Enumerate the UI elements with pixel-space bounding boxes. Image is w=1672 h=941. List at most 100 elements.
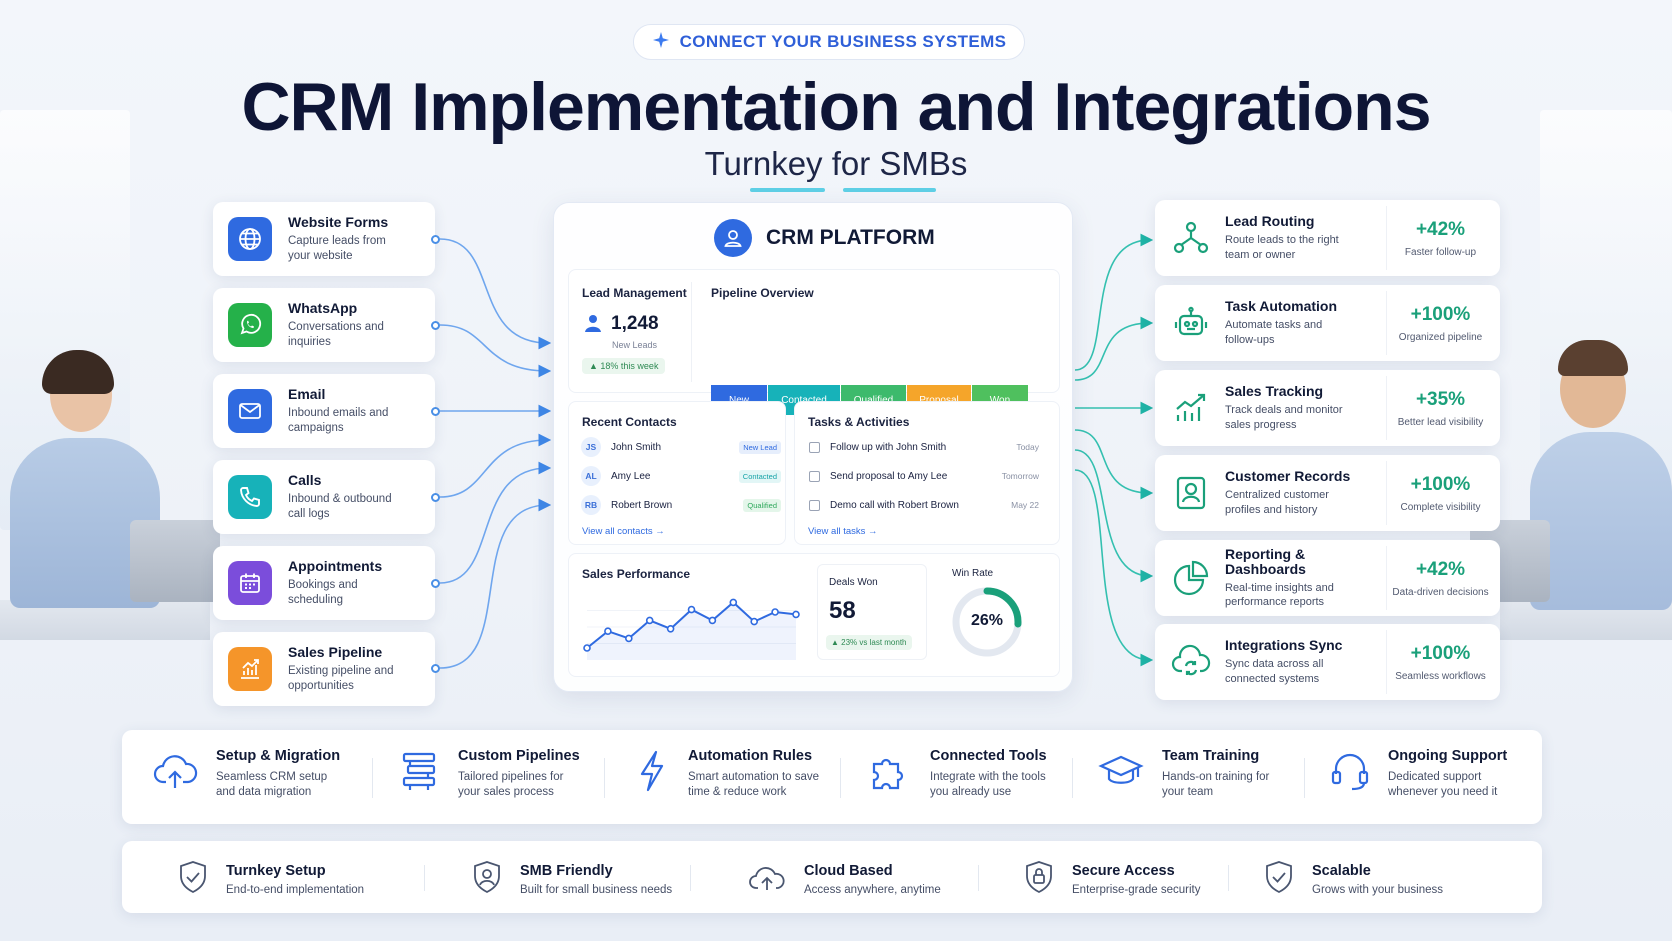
- sales-performance-label: Sales Performance: [582, 567, 691, 581]
- pipeline-overview-label: Pipeline Overview: [711, 286, 814, 300]
- task-checkbox[interactable]: [809, 499, 820, 511]
- connector-dot: [431, 664, 440, 673]
- task-row[interactable]: Demo call with Robert Brown May 22: [809, 496, 1039, 514]
- status-badge: Contacted: [738, 469, 781, 483]
- chart-point: [666, 624, 675, 633]
- task-checkbox[interactable]: [809, 470, 820, 482]
- feature-title: Secure Access: [1072, 862, 1175, 879]
- contact-row[interactable]: AL Amy Lee Contacted: [581, 466, 781, 486]
- cloud-upload-icon: [152, 748, 198, 799]
- service-desc: Seamless CRM setup and data migration: [216, 771, 328, 798]
- feature-title: SMB Friendly: [520, 862, 613, 879]
- lightning-icon: [634, 748, 670, 799]
- outcome-benefit: Faster follow-up: [1404, 246, 1477, 258]
- service-desc: Integrate with the tools you already use: [930, 771, 1046, 798]
- source-title: Email: [288, 386, 326, 402]
- outcome-percent: +100%: [1410, 642, 1471, 664]
- win-rate-value: 26%: [970, 612, 1004, 629]
- outcome-benefit: Data-driven decisions: [1392, 586, 1489, 598]
- chart-point: [771, 608, 779, 616]
- crm-platform-panel: CRM PLATFORM Lead Management 1,248 New L…: [553, 202, 1073, 692]
- envelope-icon: [228, 389, 272, 433]
- outcome-percent: +42%: [1415, 558, 1466, 580]
- contact-row[interactable]: JS John Smith New Lead: [581, 437, 781, 457]
- view-all-tasks-link[interactable]: View all tasks →: [808, 526, 878, 537]
- graduation-cap-icon: [1098, 748, 1144, 799]
- deals-won-card: Deals Won 58 ▲ 23% vs last month: [817, 564, 927, 660]
- avatar: RB: [581, 495, 601, 515]
- service-desc: Dedicated support whenever you need it: [1388, 771, 1498, 798]
- profile-card-icon: [1171, 473, 1211, 513]
- chart-point: [645, 616, 654, 625]
- source-title: WhatsApp: [288, 300, 358, 316]
- task-text: Send proposal to Amy Lee: [830, 470, 948, 482]
- feature-title: Scalable: [1312, 862, 1371, 879]
- feature-desc: Grows with your business: [1312, 883, 1444, 896]
- outcome-title: Lead Routing: [1225, 213, 1315, 229]
- deals-won-label: Deals Won: [829, 577, 878, 588]
- task-text: Demo call with Robert Brown: [830, 499, 959, 511]
- task-due: May 22: [1011, 500, 1039, 510]
- connector-dot: [431, 493, 440, 502]
- outcome-title: Task Automation: [1225, 298, 1338, 314]
- outcome-title: Integrations Sync: [1225, 637, 1343, 653]
- outcome-desc: Real-time insights and performance repor…: [1225, 581, 1334, 609]
- puzzle-icon: [866, 748, 912, 799]
- header-pill: CONNECT YOUR BUSINESS SYSTEMS: [633, 24, 1025, 60]
- outcome-percent: +35%: [1415, 388, 1466, 410]
- platform-header: CRM PLATFORM: [714, 219, 935, 257]
- phone-icon: [228, 475, 272, 519]
- chart-area: [587, 602, 796, 660]
- globe-icon: [228, 217, 272, 261]
- cloud-sync-icon: [1171, 642, 1211, 682]
- task-checkbox[interactable]: [809, 441, 820, 453]
- lead-management-label: Lead Management: [582, 286, 687, 300]
- recent-contacts-label: Recent Contacts: [582, 415, 677, 429]
- whatsapp-icon: [228, 303, 272, 347]
- outcome-title: Sales Tracking: [1225, 383, 1324, 399]
- tasks-label: Tasks & Activities: [808, 415, 910, 429]
- service-title: Ongoing Support: [1388, 748, 1508, 764]
- user-badge-icon: [472, 860, 502, 899]
- lead-count: 1,248: [611, 313, 659, 334]
- task-due: Today: [1016, 442, 1039, 452]
- win-rate-label: Win Rate: [952, 568, 994, 579]
- shield-lock-icon: [1024, 860, 1054, 899]
- outcome-title: Reporting & Dashboards: [1225, 545, 1306, 577]
- recent-contacts-card: Recent Contacts JS John Smith New Lead A…: [568, 401, 786, 545]
- routing-icon: [1171, 218, 1211, 258]
- view-all-contacts-link[interactable]: View all contacts →: [582, 526, 665, 537]
- service-title: Automation Rules: [688, 748, 813, 764]
- sparkle-icon: [652, 31, 670, 54]
- outcome-benefit: Better lead visibility: [1397, 416, 1484, 428]
- contact-row[interactable]: RB Robert Brown Qualified: [581, 495, 781, 515]
- background-laptop: [130, 520, 220, 602]
